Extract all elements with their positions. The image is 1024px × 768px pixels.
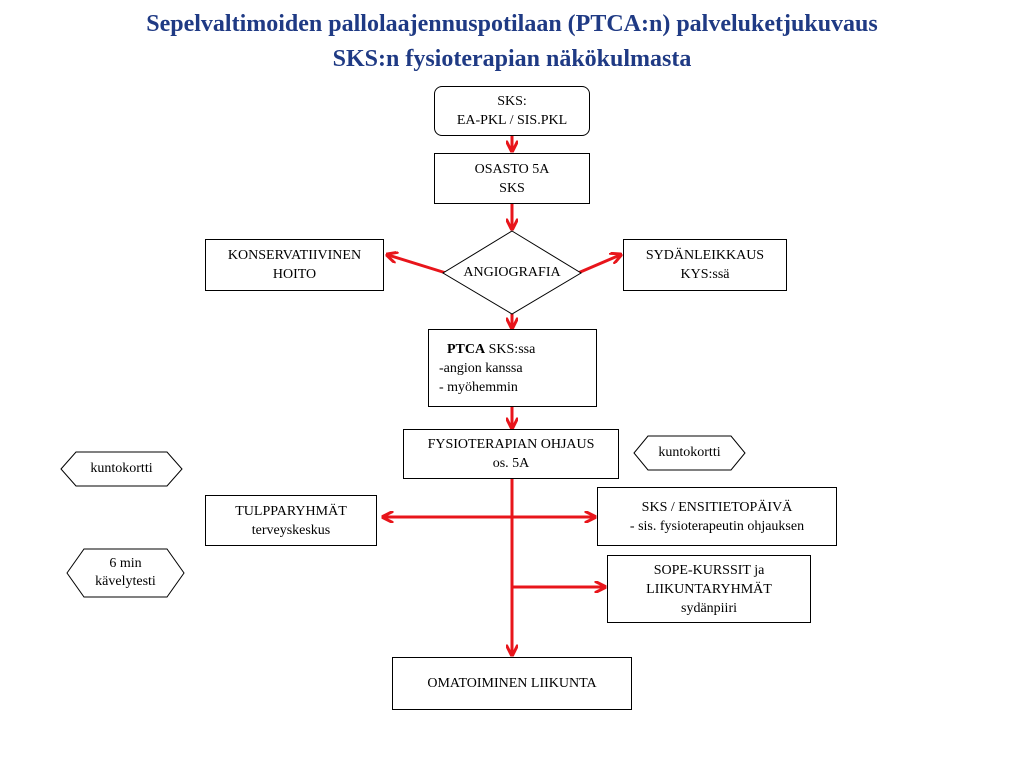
- node-sks-line1: SKS:: [497, 94, 527, 109]
- node-sks-line2: EA-PKL / SIS.PKL: [456, 113, 568, 128]
- node-ptca-rest: SKS:ssa: [485, 341, 536, 357]
- node-kavelytesti-line2: kävelytesti: [95, 574, 156, 589]
- diagram-title-line2: SKS:n fysioterapian näkökulmasta: [332, 46, 692, 72]
- node-sydanleikkaus-line1: SYDÄNLEIKKAUS: [645, 248, 765, 263]
- node-tulpparyhmat-line1: TULPPARYHMÄT: [235, 503, 347, 519]
- kavelytesti-shape: [66, 548, 185, 598]
- node-kuntokortti-right-label: kuntokortti: [658, 445, 721, 460]
- node-ptca: PTCA SKS:ssa -angion kanssa - myöhemmin: [428, 329, 597, 407]
- node-sydanleikkaus-line2: KYS:ssä: [680, 267, 730, 282]
- node-ptca-line2: -angion kanssa: [439, 360, 523, 376]
- node-sks: SKS: EA-PKL / SIS.PKL: [434, 86, 590, 136]
- node-sope: SOPE-KURSSIT ja LIIKUNTARYHMÄT sydänpiir…: [607, 555, 811, 623]
- node-omatoiminen: OMATOIMINEN LIIKUNTA: [392, 657, 632, 710]
- node-kuntokortti-left-label: kuntokortti: [90, 461, 153, 476]
- node-ensitietopaiva-line1: SKS / ENSITIETOPÄIVÄ: [641, 499, 793, 515]
- node-tulpparyhmat-line2: terveyskeskus: [251, 522, 331, 538]
- angiografia-diamond: [442, 230, 582, 315]
- diagram-title-line1: Sepelvaltimoiden pallolaajennuspotilaan …: [146, 11, 878, 37]
- node-ptca-line3: - myöhemmin: [439, 379, 518, 395]
- node-kavelytesti-label: 6 min kävelytesti: [67, 555, 184, 591]
- kuntokortti-right-shape: [633, 435, 746, 471]
- node-tulpparyhmat: TULPPARYHMÄT terveyskeskus: [205, 495, 377, 546]
- node-omatoiminen-label: OMATOIMINEN LIIKUNTA: [427, 676, 597, 691]
- node-ensitietopaiva-line2: - sis. fysioterapeutin ohjauksen: [629, 518, 805, 534]
- kuntokortti-left-shape: [60, 451, 183, 487]
- node-fysioterapia: FYSIOTERAPIAN OHJAUS os. 5A: [403, 429, 619, 479]
- node-konservatiivinen: KONSERVATIIVINEN HOITO: [205, 239, 384, 291]
- node-konservatiivinen-line2: HOITO: [272, 267, 317, 282]
- node-osasto: OSASTO 5A SKS: [434, 153, 590, 204]
- node-fysioterapia-line2: os. 5A: [492, 456, 530, 471]
- node-konservatiivinen-line1: KONSERVATIIVINEN: [227, 248, 362, 263]
- node-ptca-line1: PTCA SKS:ssa: [439, 340, 596, 359]
- node-sope-line3: sydänpiiri: [681, 600, 737, 616]
- arrow-angiografia-to-konservatiivinen: [388, 255, 447, 275]
- node-sope-line2: LIIKUNTARYHMÄT: [646, 581, 772, 597]
- node-sydanleikkaus: SYDÄNLEIKKAUS KYS:ssä: [623, 239, 787, 291]
- node-ensitietopaiva: SKS / ENSITIETOPÄIVÄ - sis. fysioterapeu…: [597, 487, 837, 546]
- node-kavelytesti-line1: 6 min: [109, 556, 142, 571]
- node-sope-line1: SOPE-KURSSIT ja: [653, 562, 765, 578]
- node-fysioterapia-line1: FYSIOTERAPIAN OHJAUS: [427, 437, 595, 452]
- node-osasto-line1: OSASTO 5A: [474, 161, 550, 177]
- node-angiografia-label: ANGIOGRAFIA: [463, 265, 561, 280]
- node-ptca-bold: PTCA: [447, 341, 486, 357]
- arrow-angiografia-to-sydanleikkaus: [577, 255, 620, 275]
- node-osasto-line2: SKS: [499, 180, 525, 196]
